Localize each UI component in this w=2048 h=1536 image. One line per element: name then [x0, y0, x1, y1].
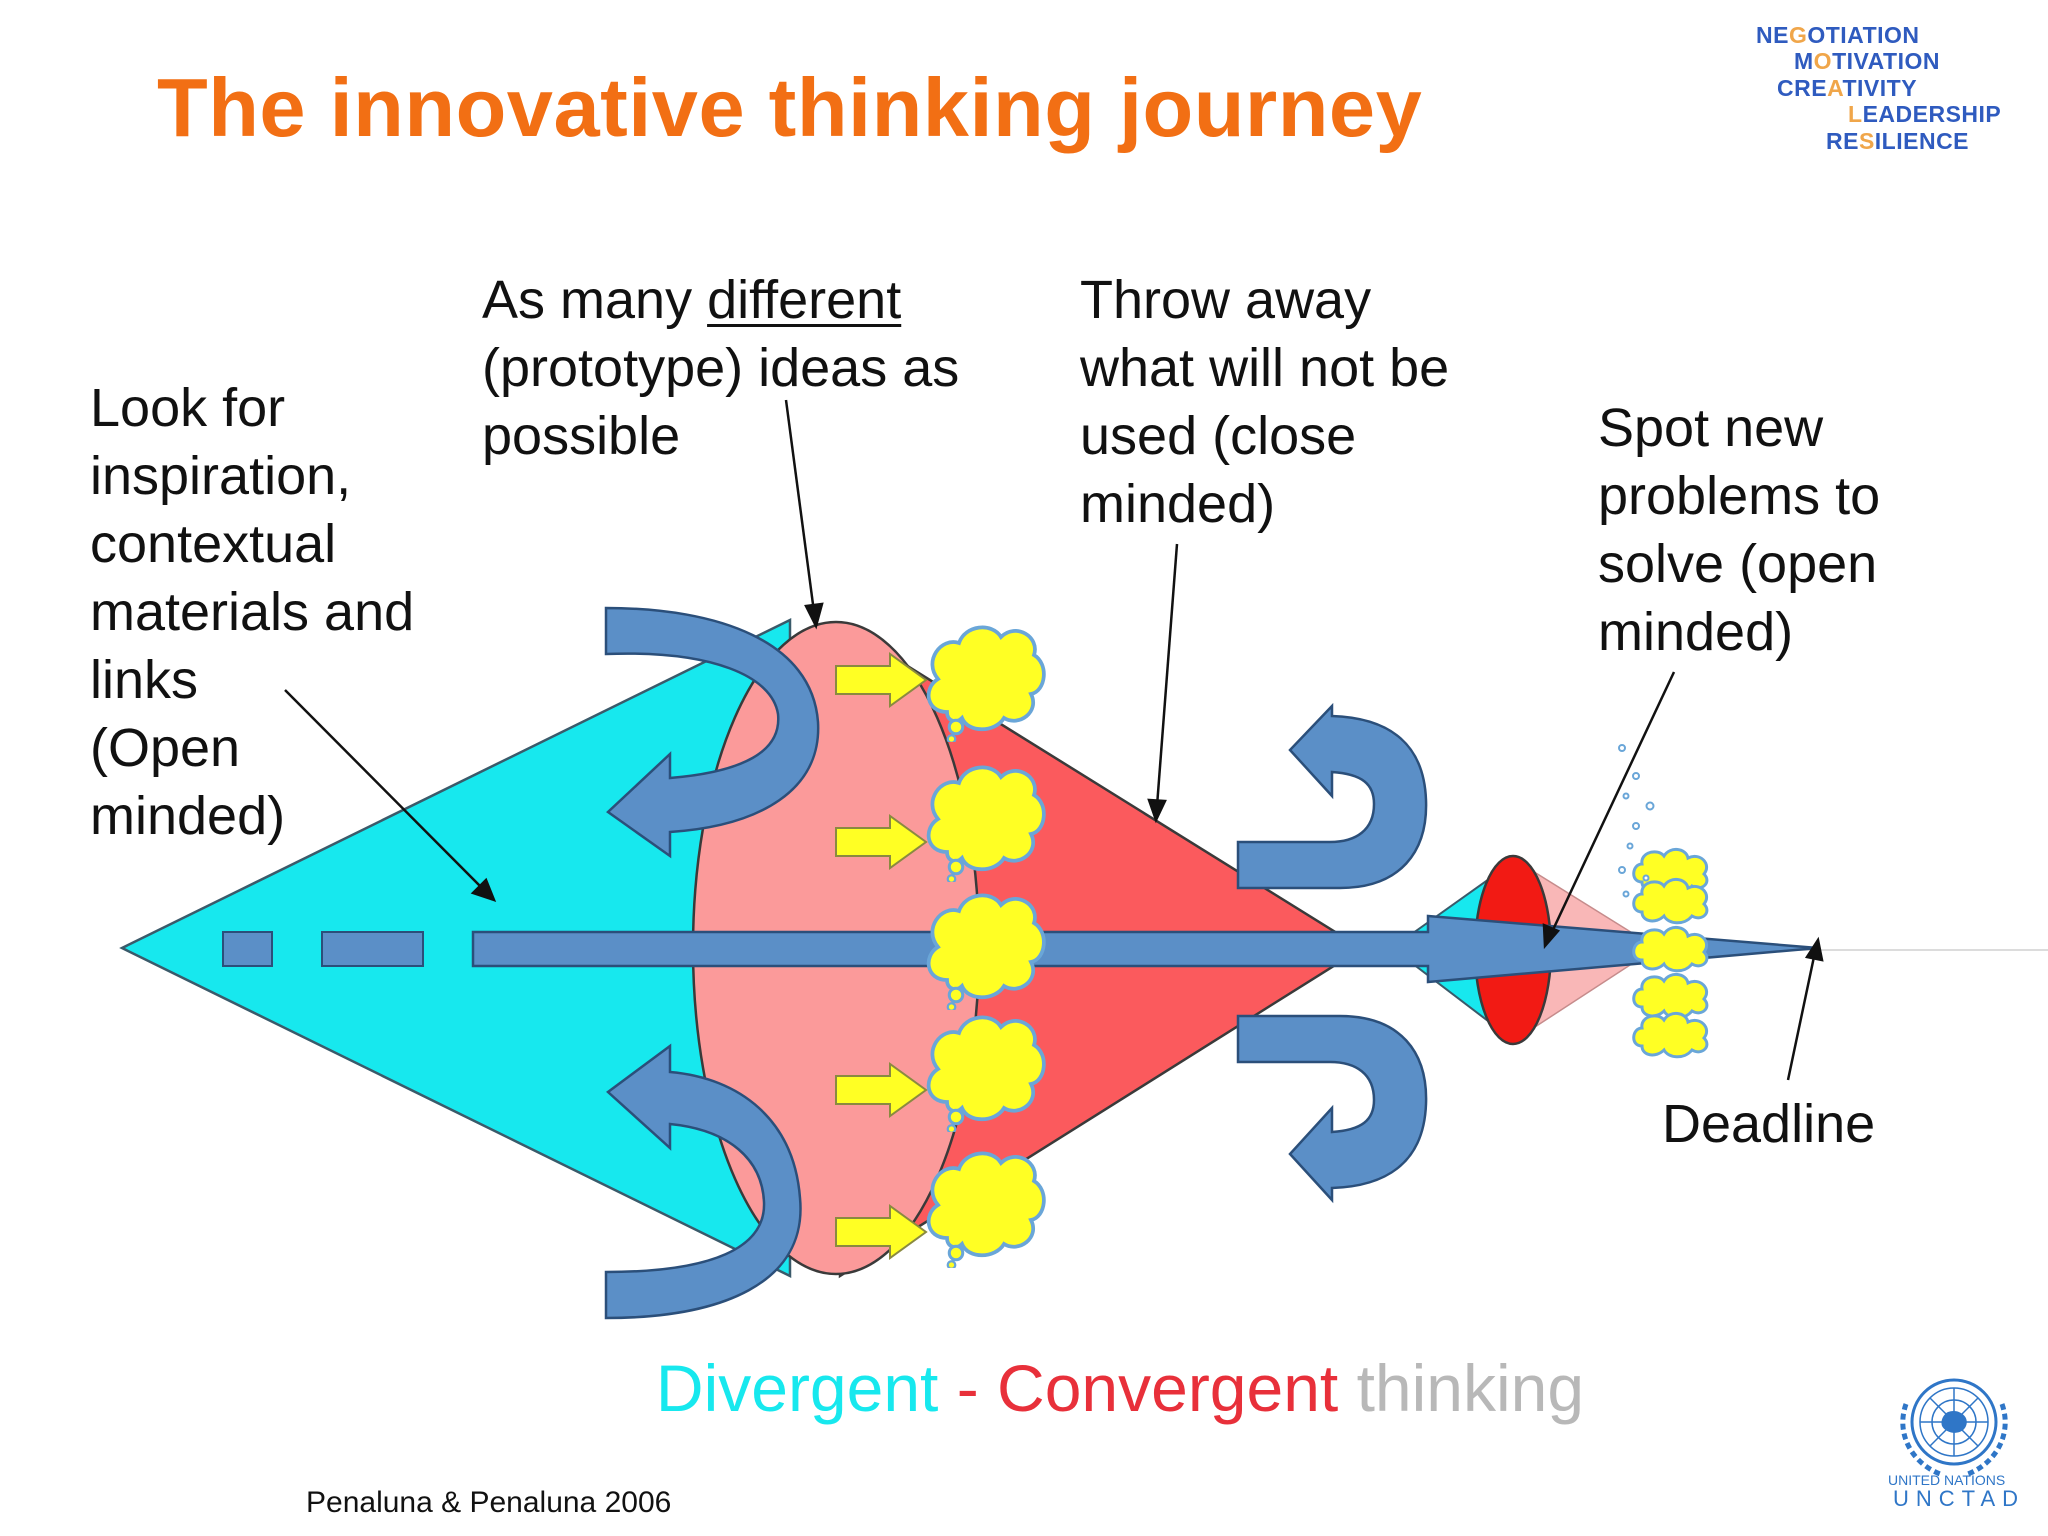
logo-line-negotiation: NEGOTIATION: [1756, 22, 1920, 48]
caption-divergent: Divergent: [655, 1351, 939, 1425]
small-idea-cloud: [1632, 877, 1709, 925]
idea-arrow: [835, 652, 928, 708]
divergent-convergent-caption: Divergent - Convergent thinking: [0, 1350, 2048, 1426]
top-left-curved-arrow: [604, 606, 820, 859]
small-idea-cloud: [1632, 972, 1709, 1020]
label-look-for-inspiration: Look for inspiration, contextual materia…: [90, 378, 415, 846]
label-many-different-ideas: As many different (prototype) ideas as p…: [482, 270, 960, 466]
label-throw-away: Throw away what will not be used (close …: [1080, 270, 1450, 534]
unctad-label: UNCTAD: [1893, 1486, 2026, 1511]
pointer-spot-new-head: [1542, 923, 1561, 950]
label-spot-new-problems: Spot new problems to solve (open minded): [1598, 398, 1881, 662]
pointer-spot-new: [1549, 671, 1676, 935]
arrow-dash-1: [222, 931, 273, 967]
logo-line-leadership: LEADERSHIP: [1848, 101, 2002, 127]
idea-arrows: [835, 652, 928, 1260]
pointer-ideas-head: [804, 602, 824, 630]
un-emblem-icon: [1900, 1378, 2008, 1477]
logo-line-creativity: CREATIVITY: [1777, 75, 1918, 101]
small-bubbles: [1618, 744, 1655, 898]
logo-line-resilience: RESILIENCE: [1826, 128, 1970, 154]
caption-thinking: thinking: [1338, 1351, 1585, 1425]
idea-arrow: [835, 1204, 928, 1260]
logo-line-motivation: MOTIVATION: [1794, 48, 1940, 74]
bottom-right-curved-arrow: [1236, 1014, 1428, 1204]
slide-title: The innovative thinking journey: [157, 61, 1423, 154]
pointer-throw-away: [1155, 543, 1179, 807]
small-idea-cloud: [1632, 925, 1709, 973]
pointer-ideas: [784, 399, 816, 613]
skills-logo: NEGOTIATION MOTIVATION CREATIVITY LEADER…: [1752, 20, 2032, 160]
pointer-deadline-head: [1804, 936, 1824, 962]
caption-dash: -: [938, 1351, 998, 1425]
small-idea-cloud: [1632, 1011, 1709, 1059]
pointer-throw-away-head: [1147, 798, 1167, 824]
caption-convergent: Convergent: [997, 1351, 1339, 1425]
top-right-curved-arrow: [1236, 702, 1428, 890]
main-journey-arrow: [471, 914, 1819, 984]
idea-arrow: [835, 814, 928, 870]
un-org-label: UNITED NATIONS: [1888, 1472, 2006, 1488]
idea-cloud: [926, 1151, 1046, 1268]
label-deadline: Deadline: [1662, 1094, 1876, 1154]
idea-arrow: [835, 1062, 928, 1118]
citation: Penaluna & Penaluna 2006: [306, 1486, 672, 1519]
pointer-inspiration: [284, 689, 485, 891]
pointer-inspiration-head: [470, 877, 497, 903]
pointer-deadline: [1786, 951, 1817, 1081]
bottom-left-curved-arrow: [604, 1043, 802, 1320]
arrow-dash-2: [321, 931, 424, 967]
